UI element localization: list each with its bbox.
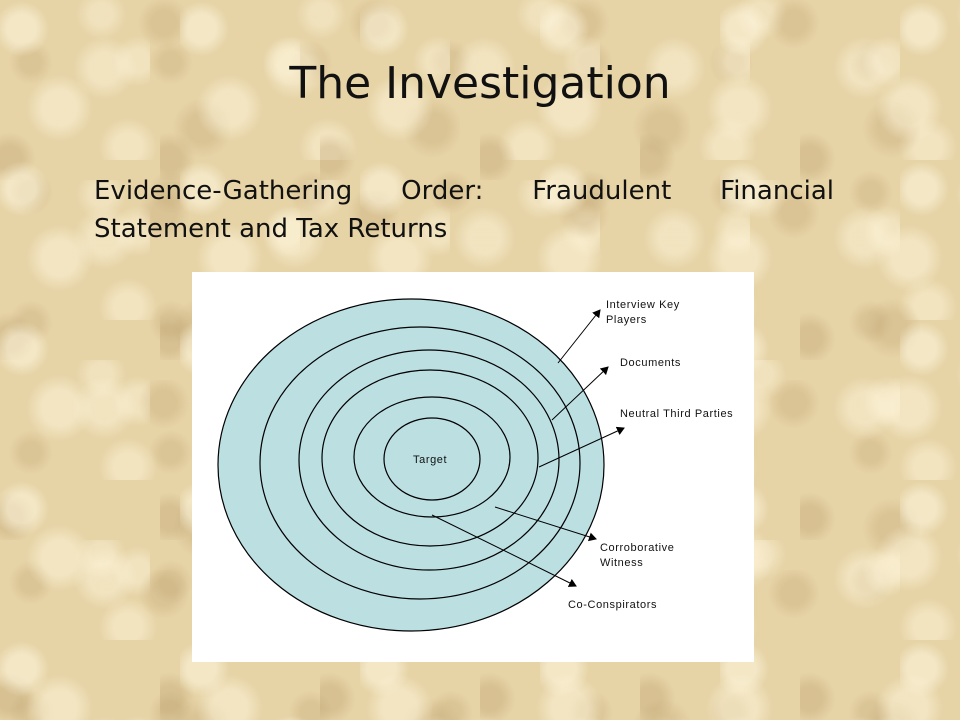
ring-target [383, 417, 481, 501]
label-interview-key-players-1: Interview Key [606, 299, 680, 311]
target-label: Target [413, 454, 447, 466]
arrow-corroborative-witness [494, 506, 597, 542]
label-corroborative-witness-1: Corroborative [600, 542, 674, 554]
arrow-neutral-third-parties [538, 426, 625, 468]
diagram-panel: Target Interview Key Players Documents N… [192, 272, 754, 662]
label-interview-key-players-2: Players [606, 314, 647, 326]
label-documents: Documents [620, 357, 681, 369]
arrow-interview-key-players [557, 309, 601, 364]
label-corroborative-witness-2: Witness [600, 557, 643, 569]
label-co-conspirators: Co-Conspirators [568, 599, 657, 611]
subtitle-line-2: Statement and Tax Returns [94, 214, 448, 244]
subtitle-line-1: Evidence-Gathering Order: Fraudulent Fin… [94, 176, 834, 206]
slide-title: The Investigation [289, 58, 671, 109]
arrow-co-conspirators [431, 514, 577, 587]
arrow-documents [551, 366, 609, 421]
label-neutral-third-parties: Neutral Third Parties [620, 408, 733, 420]
slide-subtitle: Evidence-Gathering Order: Fraudulent Fin… [94, 172, 834, 248]
concentric-circles-diagram: Target Interview Key Players Documents N… [217, 298, 733, 632]
